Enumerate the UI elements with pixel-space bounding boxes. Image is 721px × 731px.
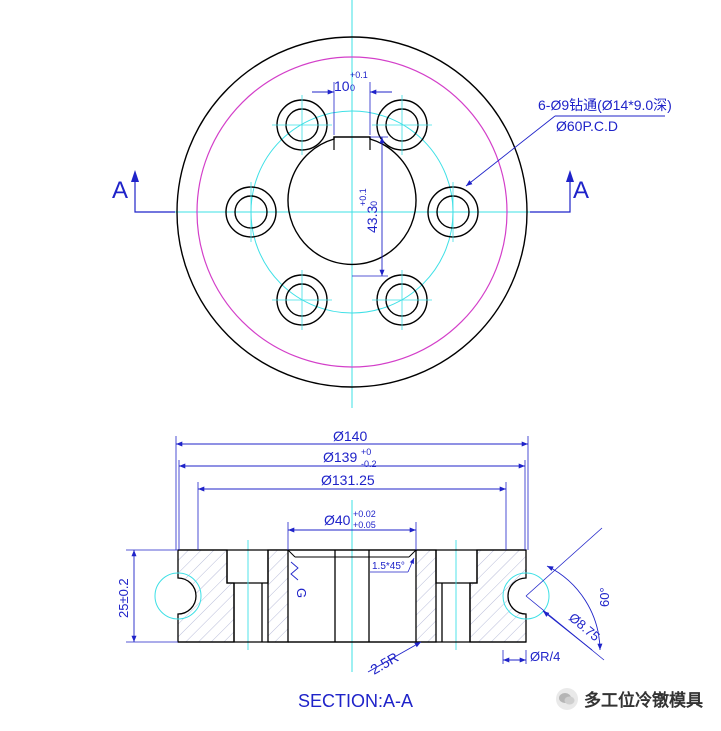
notch-dims: 60° Ø8.75 ØR/4	[502, 527, 612, 664]
svg-text:ØR/4: ØR/4	[530, 649, 560, 664]
keyway-depth-dimension: 43.3 +0.1 0	[352, 136, 388, 277]
surface-finish-mark: G	[290, 561, 309, 598]
section-caption: SECTION:A-A	[298, 691, 413, 711]
hole-note: 6-Ø9钻通(Ø14*9.0深) Ø60P.C.D	[465, 97, 672, 187]
section-body-web-left	[267, 549, 289, 643]
svg-text:25±0.2: 25±0.2	[116, 578, 131, 618]
svg-text:+0.1: +0.1	[350, 70, 368, 80]
svg-text:Ø8.75: Ø8.75	[566, 610, 603, 644]
svg-text:0: 0	[369, 201, 379, 206]
svg-text:60°: 60°	[597, 587, 612, 607]
dim-dia-140: Ø140	[175, 428, 529, 550]
svg-text:A: A	[573, 177, 589, 204]
bolt-hole-5	[272, 270, 332, 330]
svg-text:0: 0	[350, 83, 355, 93]
dim-dia-131: Ø131.25	[197, 472, 507, 550]
svg-text:-0.2: -0.2	[361, 459, 377, 469]
svg-text:1.5*45°: 1.5*45°	[372, 561, 405, 572]
svg-text:Ø140: Ø140	[333, 428, 367, 444]
svg-text:Ø40: Ø40	[324, 512, 351, 528]
counterbore-right	[435, 540, 478, 650]
bolt-hole-3	[225, 182, 277, 242]
outer-circle	[176, 36, 528, 388]
keyway-width-dimension: 10 +0.1 0	[312, 70, 392, 135]
fillet-note: 2.5R	[368, 641, 422, 678]
section-body-right	[469, 549, 527, 643]
svg-text:Ø131.25: Ø131.25	[321, 472, 375, 488]
svg-text:43.3: 43.3	[364, 206, 380, 233]
svg-text:+0: +0	[361, 447, 371, 457]
section-body-web-right	[415, 549, 437, 643]
bolt-hole-2	[372, 95, 432, 155]
dim-dia-40: Ø40 +0.02 +0.05	[287, 509, 417, 550]
svg-text:10: 10	[334, 78, 350, 94]
bolt-hole-4	[427, 182, 479, 242]
svg-text:G: G	[294, 588, 309, 598]
counterbore-left	[226, 540, 269, 650]
magenta-circle	[196, 56, 508, 368]
svg-text:2.5R: 2.5R	[368, 649, 402, 678]
svg-text:Ø60P.C.D: Ø60P.C.D	[556, 118, 618, 134]
svg-text:+0.02: +0.02	[353, 509, 376, 519]
bolt-hole-6	[372, 270, 432, 330]
svg-text:+0.05: +0.05	[353, 520, 376, 530]
svg-text:6-Ø9钻通(Ø14*9.0深): 6-Ø9钻通(Ø14*9.0深)	[538, 97, 672, 113]
bore-with-keyway	[287, 136, 417, 266]
svg-text:Ø139: Ø139	[323, 449, 357, 465]
section-body-left	[177, 549, 235, 643]
svg-text:+0.1: +0.1	[358, 188, 368, 206]
bolt-hole-1	[272, 95, 332, 155]
section-marker-right: A	[530, 170, 589, 213]
footer-brand-text: 多工位冷镦模具	[584, 691, 703, 710]
svg-text:A: A	[112, 177, 128, 204]
section-view: Ø140 Ø139 +0 -0.2 Ø131.25 Ø40 +0.02 +0.0…	[116, 428, 612, 711]
notch-left	[154, 572, 202, 620]
wechat-logo-icon	[556, 687, 578, 710]
top-view: A A 10 +0.1 0 43.3 +0.1 0	[112, 0, 672, 408]
section-marker-left: A	[112, 170, 175, 213]
dim-dia-139: Ø139 +0 -0.2	[178, 447, 526, 550]
footer-brand: 多工位冷镦模具	[556, 686, 703, 711]
chamfer-note: 1.5*45°	[370, 557, 415, 573]
dim-height: 25±0.2	[116, 549, 178, 643]
